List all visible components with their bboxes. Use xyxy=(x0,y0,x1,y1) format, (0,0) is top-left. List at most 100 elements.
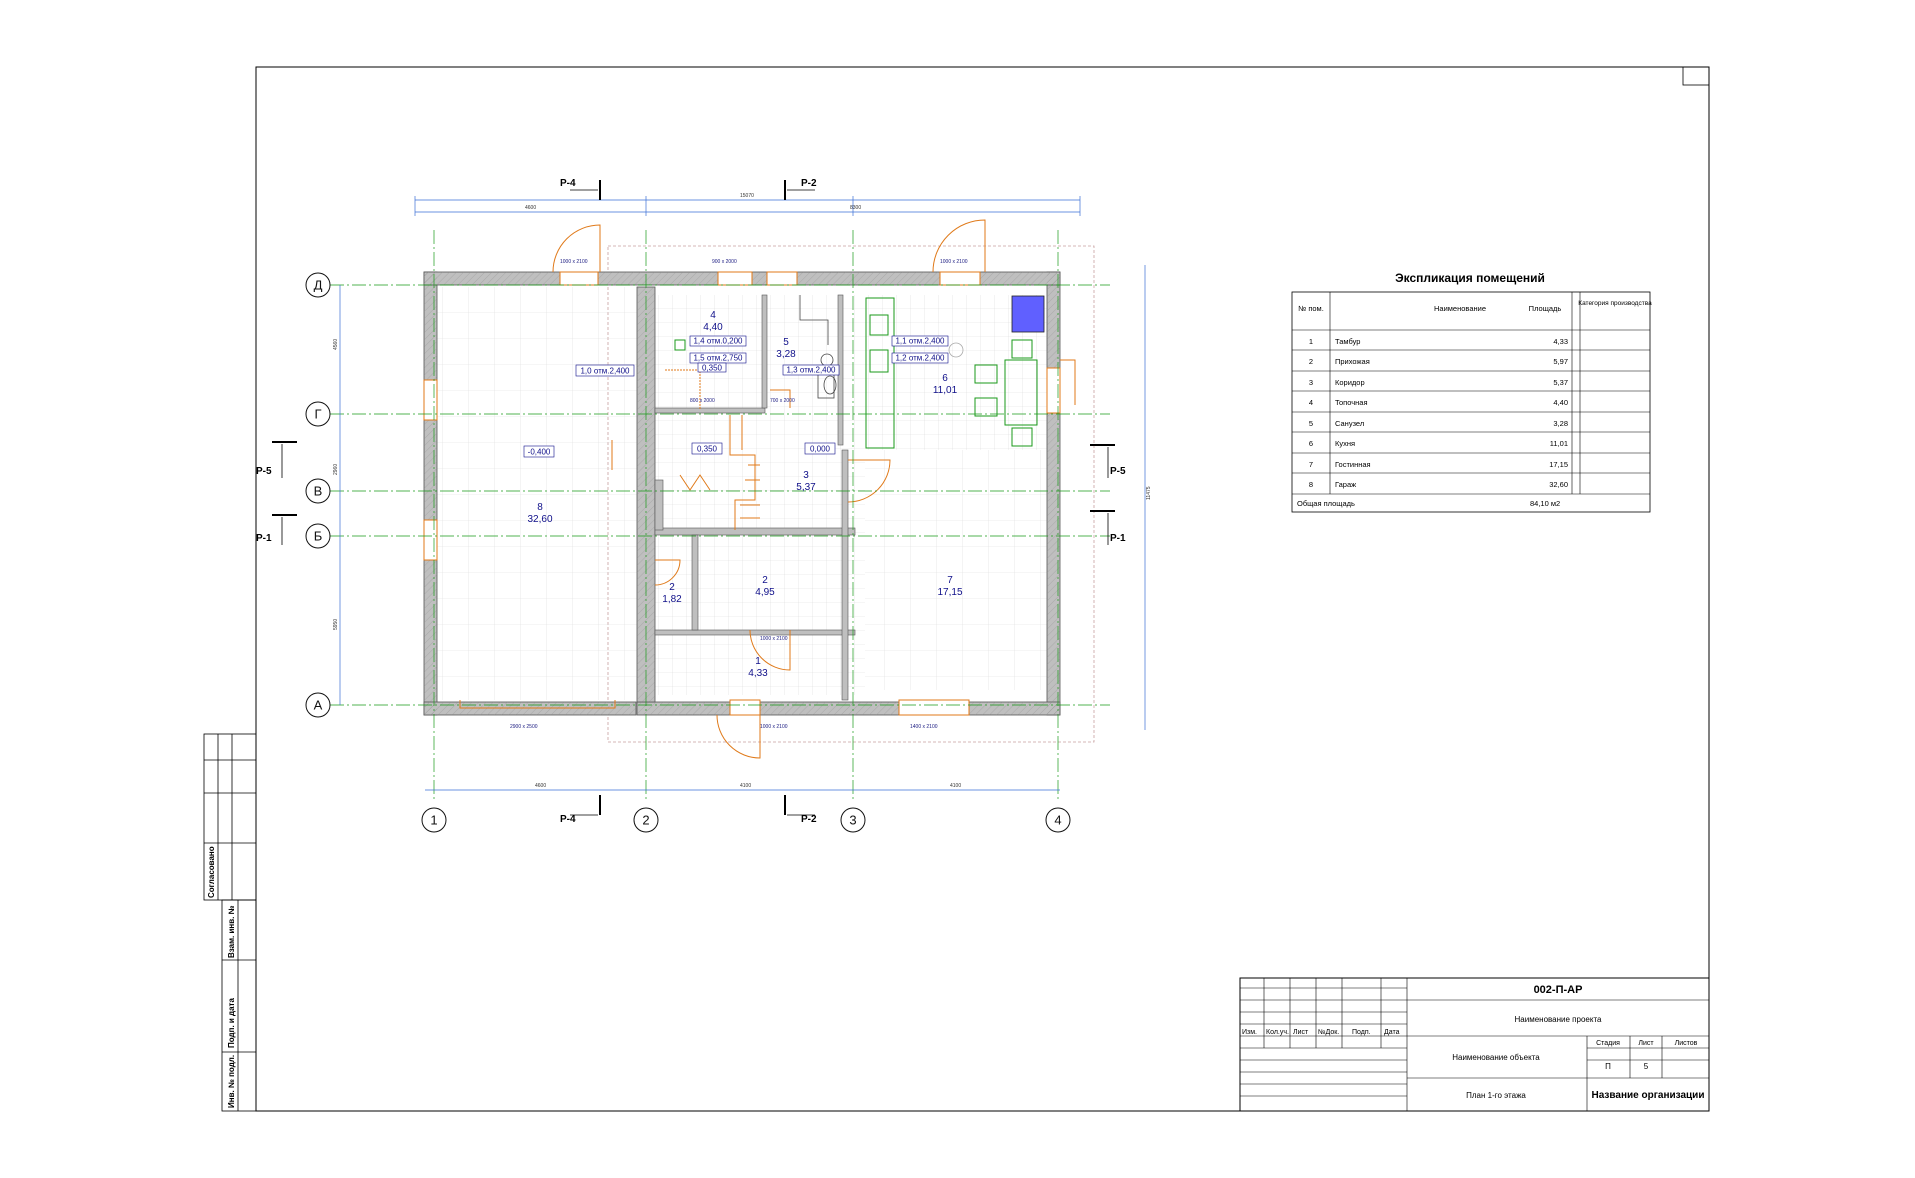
svg-text:32,60: 32,60 xyxy=(527,514,552,525)
svg-text:4,95: 4,95 xyxy=(755,587,775,598)
svg-text:5: 5 xyxy=(1309,419,1313,428)
svg-text:4,40: 4,40 xyxy=(703,322,723,333)
stamp-col: Подп. xyxy=(1352,1029,1371,1036)
replaced-label: Взам. инв. № xyxy=(227,905,236,958)
svg-text:8: 8 xyxy=(537,502,543,513)
table-row: 6 Кухня 11,01 xyxy=(1309,439,1568,448)
cut-label: Р-2 xyxy=(801,178,817,189)
svg-text:11,01: 11,01 xyxy=(933,385,958,396)
room-label: 1 4,33 xyxy=(748,656,768,679)
table-row: 3 Коридор 5,37 xyxy=(1309,378,1568,387)
sheet-value: 5 xyxy=(1644,1062,1649,1071)
door-tag: 900 x 2000 xyxy=(712,259,737,265)
svg-text:1,82: 1,82 xyxy=(662,594,682,605)
svg-text:11475: 11475 xyxy=(1146,486,1152,500)
room-labels: 8 32,60 4 4,40 5 3,28 6 11,01 3 5,37 2 1… xyxy=(527,310,962,679)
axis-bubble: В xyxy=(305,478,331,504)
stamp-col: №Док. xyxy=(1318,1029,1339,1036)
svg-text:2: 2 xyxy=(762,575,768,586)
stage-value: П xyxy=(1605,1062,1611,1071)
elev-tag: 1,1 отм.2,400 xyxy=(895,337,945,346)
svg-text:3: 3 xyxy=(1309,378,1313,387)
cut-label: Р-4 xyxy=(560,178,576,189)
stamp-col: Дата xyxy=(1384,1029,1400,1036)
table-row: 7 Гостинная 17,15 xyxy=(1309,460,1568,469)
room-label: 2 4,95 xyxy=(755,575,775,598)
axis-bubble: Г xyxy=(305,401,331,427)
svg-text:Г: Г xyxy=(314,407,321,422)
elev-tag: 1,3 отм.2,400 xyxy=(786,366,836,375)
svg-text:4600: 4600 xyxy=(525,205,536,211)
doors xyxy=(459,219,1076,759)
dimension-lines xyxy=(339,196,1146,791)
axis-bubble: 1 xyxy=(421,807,447,833)
svg-text:Гараж: Гараж xyxy=(1335,480,1356,489)
door-tag: 700 x 2000 xyxy=(770,398,795,404)
axis-bubble: 3 xyxy=(840,807,866,833)
table-row: 4 Топочная 4,40 xyxy=(1309,398,1568,407)
elev-tag: 1,2 отм.2,400 xyxy=(895,354,945,363)
svg-text:15070: 15070 xyxy=(740,193,754,199)
total-label: Общая площадь xyxy=(1297,499,1355,508)
elev-tag: 1,5 отм.2,750 xyxy=(693,354,743,363)
svg-text:Коридор: Коридор xyxy=(1335,378,1365,387)
axis-lines xyxy=(330,230,1110,800)
section-cut-labels: Р-4 Р-2 Р-4 Р-2 Р-5 Р-1 Р-5 Р-1 xyxy=(256,178,1126,825)
svg-text:4: 4 xyxy=(1309,398,1313,407)
svg-text:7: 7 xyxy=(1309,460,1313,469)
door-tag: 1000 x 2100 xyxy=(760,724,788,730)
object-name: Наименование объекта xyxy=(1452,1053,1540,1062)
svg-text:7: 7 xyxy=(947,575,953,586)
svg-text:4,40: 4,40 xyxy=(1553,398,1568,407)
svg-text:Тамбур: Тамбур xyxy=(1335,337,1360,346)
svg-text:4: 4 xyxy=(1054,813,1061,828)
axis-bubble: Д xyxy=(305,272,331,298)
svg-text:5950: 5950 xyxy=(333,619,339,630)
svg-text:5,37: 5,37 xyxy=(1553,378,1568,387)
stamp-col: Кол.уч. xyxy=(1266,1029,1289,1036)
stamp-col: Изм. xyxy=(1242,1029,1257,1036)
svg-text:17,15: 17,15 xyxy=(937,587,962,598)
svg-text:4100: 4100 xyxy=(740,783,751,789)
svg-text:5,97: 5,97 xyxy=(1553,357,1568,366)
living-floor xyxy=(865,450,1047,690)
svg-text:4560: 4560 xyxy=(333,339,339,350)
cut-label: Р-1 xyxy=(256,533,272,544)
col-header: Наименование xyxy=(1434,304,1486,313)
cut-label: Р-2 xyxy=(801,814,817,825)
room-label: 2 1,82 xyxy=(662,582,682,605)
svg-text:3,28: 3,28 xyxy=(776,349,796,360)
room-label: 5 3,28 xyxy=(776,337,796,360)
svg-text:1: 1 xyxy=(430,813,437,828)
table-row: 5 Санузел 3,28 xyxy=(1309,419,1568,428)
svg-text:4,33: 4,33 xyxy=(1553,337,1568,346)
stamp-col: Лист xyxy=(1293,1029,1309,1036)
section-cuts xyxy=(272,180,1115,816)
elev-tag: 0,000 xyxy=(810,445,831,454)
sheet-header: Лист xyxy=(1638,1040,1654,1047)
svg-text:4: 4 xyxy=(710,310,716,321)
explication-table: Экспликация помещений № пом. Наименовани… xyxy=(1291,271,1652,513)
elev-tag: 1,4 отм.0,200 xyxy=(693,337,743,346)
kitchen-fixtures xyxy=(674,297,1038,449)
svg-text:Гостинная: Гостинная xyxy=(1335,460,1371,469)
svg-text:Б: Б xyxy=(314,529,323,544)
project-name: Наименование проекта xyxy=(1515,1015,1603,1024)
sheet-frame xyxy=(255,66,1710,1112)
dimension-values: 4600 15070 8300 4600 4100 4100 4560 2960… xyxy=(333,193,1152,789)
svg-text:17,15: 17,15 xyxy=(1549,460,1568,469)
svg-text:2: 2 xyxy=(669,582,675,593)
elev-tag: 0,350 xyxy=(702,364,723,373)
svg-text:6: 6 xyxy=(942,373,948,384)
organization-name: Название организации xyxy=(1592,1090,1705,1101)
cut-label: Р-5 xyxy=(1110,466,1126,477)
table-row: 2 Прихожая 5,97 xyxy=(1309,357,1568,366)
svg-text:4600: 4600 xyxy=(535,783,546,789)
svg-text:32,60: 32,60 xyxy=(1549,480,1568,489)
axis-bubble: 2 xyxy=(633,807,659,833)
door-tag: 1000 x 2100 xyxy=(940,259,968,265)
drawing-code: 002-П-АР xyxy=(1534,984,1583,996)
svg-text:4100: 4100 xyxy=(950,783,961,789)
svg-text:Д: Д xyxy=(314,278,323,293)
